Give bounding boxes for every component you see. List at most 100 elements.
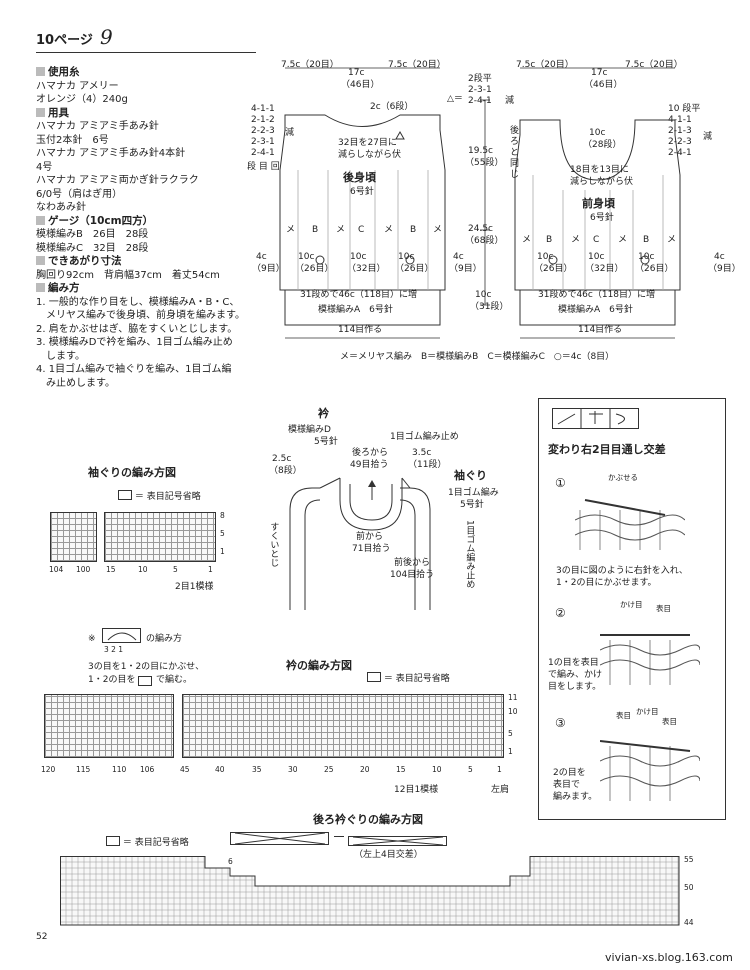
collar-x-label: 35 — [252, 765, 262, 774]
collar-y-label: 10 — [508, 707, 518, 716]
collar-chart-grid-right — [182, 694, 504, 758]
step-number: ② — [555, 606, 566, 620]
collar-y-label: 11 — [508, 693, 518, 702]
armhole-needle: 5号針 — [460, 500, 484, 510]
symbol-line2: 1・2の目を — [88, 675, 136, 685]
tools-line: ハマナカ アミアミ手あみ針 — [36, 121, 159, 132]
twist-symbol-icon — [138, 676, 152, 686]
center-dimension-line — [480, 99, 490, 306]
back-row-label: 段 目 回 — [247, 162, 280, 172]
tools-line: なわあみ針 — [36, 202, 86, 213]
armhole-x-label: 5 — [173, 565, 178, 574]
pattern-letter: メ — [667, 235, 677, 245]
pattern-letter: B — [312, 225, 319, 235]
bullet-icon — [36, 107, 45, 117]
back-neck-cross-text: （左上4目交差） — [354, 850, 423, 860]
pattern-letter: B — [410, 225, 417, 235]
step-callout: 表目 — [656, 604, 671, 613]
back-body-name: 後身頃 — [343, 171, 376, 184]
armhole-rib: 1目ゴム編み — [448, 488, 499, 498]
armhole-x-label: 104 — [49, 565, 64, 574]
back-neck-y-label: 44 — [684, 918, 694, 927]
back-col: 10c — [298, 252, 315, 262]
back-side-left2: （9目） — [252, 264, 285, 274]
symbol-line1: 3の目を1・2の目にかぶせ、 — [88, 662, 205, 672]
front-top-right-dim: 7.5c（20目） — [625, 60, 683, 70]
size-line: 胸回り92cm 背肩幅37cm 着丈54cm — [36, 269, 220, 281]
front-col2: （32目） — [585, 264, 624, 274]
armhole-pick2: 104目拾う — [390, 570, 435, 580]
collar-left-dim: 2.5c — [272, 454, 292, 464]
yarn-line: オレンジ（4）240g — [36, 94, 128, 105]
collar-chart-grid-left — [44, 694, 174, 758]
back-top-mid-dim: 17c — [348, 68, 365, 78]
collar-repeat: 12目1模様 — [394, 785, 439, 795]
front-neck-text2: 減らしながら伏 — [570, 177, 634, 187]
armhole-chart-title: 袖ぐりの編み方図 — [88, 466, 176, 479]
method-line: メリヤス編みで後身頃、前身頃を編みます。 — [36, 310, 245, 321]
back-top-right-dim: 7.5c（20目） — [388, 60, 446, 70]
back-decrease-label: 減 — [285, 128, 295, 138]
collar-front-pick2: 71目拾う — [352, 544, 391, 554]
yarn-heading: 使用糸 — [36, 66, 266, 80]
back-neck-grid — [60, 856, 680, 926]
method-line: 3. 模様編みDで衿を編み、1目ゴム編み止め — [36, 337, 233, 348]
back-col2: （26目） — [395, 264, 434, 274]
back-top-left-dim: 7.5c（20目） — [281, 60, 339, 70]
back-rib-label: 模様編みA 6号針 — [318, 305, 393, 315]
legend-swatch-icon — [118, 490, 132, 500]
armhole-y-label: 5 — [220, 529, 225, 538]
yarn-line: ハマナカ アメリー — [36, 80, 119, 92]
bullet-icon — [36, 215, 45, 225]
cross-4-symbol-icon — [230, 832, 329, 845]
watermark: vivian-xs.blog.163.com — [605, 951, 733, 964]
back-neck-y-label: 50 — [684, 883, 694, 892]
symbol-nums: 3 2 1 — [104, 645, 124, 654]
height-3: 10c — [475, 290, 492, 300]
front-top-mid-dim2: （46目） — [584, 80, 623, 90]
collar-front-pick: 前から — [356, 532, 384, 542]
collar-x-label: 115 — [76, 765, 91, 774]
back-neck-note: 2c（6段） — [370, 102, 414, 112]
back-side-left: 4c — [256, 252, 267, 262]
symbol-label: の編み方 — [146, 634, 183, 644]
collar-x-label: 1 — [497, 765, 502, 774]
pattern-letter: メ — [286, 225, 296, 235]
back-neck-text1: 32目を27目に — [338, 138, 397, 148]
page-number: 52 — [36, 932, 48, 942]
armhole-x-label: 100 — [76, 565, 91, 574]
pattern-letter: メ — [571, 235, 581, 245]
method-line: 4. 1目ゴム編みで袖ぐりを編み、1目ゴム編 — [36, 364, 232, 375]
front-rib-label: 模様編みA 6号針 — [558, 305, 633, 315]
back-col: 10c — [350, 252, 367, 262]
front-decrease-steps: 10 段平 4-1-1 2-1-3 2-2-3 2-4-1 — [668, 104, 701, 158]
back-body-needle: 6号針 — [350, 187, 374, 197]
height-1: 19.5c — [468, 146, 493, 156]
step-text: 1・2の目にかぶせます。 — [556, 578, 657, 588]
bullet-icon — [36, 283, 45, 292]
cross-stitch-panel — [538, 398, 726, 820]
method-line: み止めします。 — [36, 377, 115, 389]
collar-x-label: 5 — [468, 765, 473, 774]
collar-right-dim2: （11段） — [408, 460, 447, 470]
front-increase-note: 31段めで46c（118目）に増 — [538, 290, 656, 300]
collar-back-pick: 後ろから — [352, 448, 389, 458]
armhole-x-label: 15 — [106, 565, 116, 574]
step-text: 表目で — [553, 780, 581, 790]
collar-x-label: 40 — [215, 765, 225, 774]
front-col: 10c — [588, 252, 605, 262]
bullet-icon — [36, 256, 45, 265]
front-neck-a: 10c — [589, 128, 606, 138]
height-2: 24.5c — [468, 224, 493, 234]
tools-line: 玉付2本針 6号 — [36, 134, 109, 146]
tools-line: ハマナカ アミアミ手あみ針4本針 — [36, 148, 186, 159]
armhole-chart-grid-left — [50, 512, 97, 562]
back-neck-text2: 減らしながら伏 — [338, 150, 402, 160]
back-neck-chart-title: 後ろ衿ぐりの編み方図 — [313, 813, 423, 826]
step1-illustration — [575, 499, 685, 550]
front-top-left-dim: 7.5c（20目） — [516, 60, 574, 70]
step-number: ③ — [555, 716, 566, 730]
method-heading: 編み方 — [36, 282, 266, 296]
step-callout: 表目 — [662, 717, 677, 726]
armhole-end-label: 1目ゴム編み止め — [464, 520, 475, 589]
